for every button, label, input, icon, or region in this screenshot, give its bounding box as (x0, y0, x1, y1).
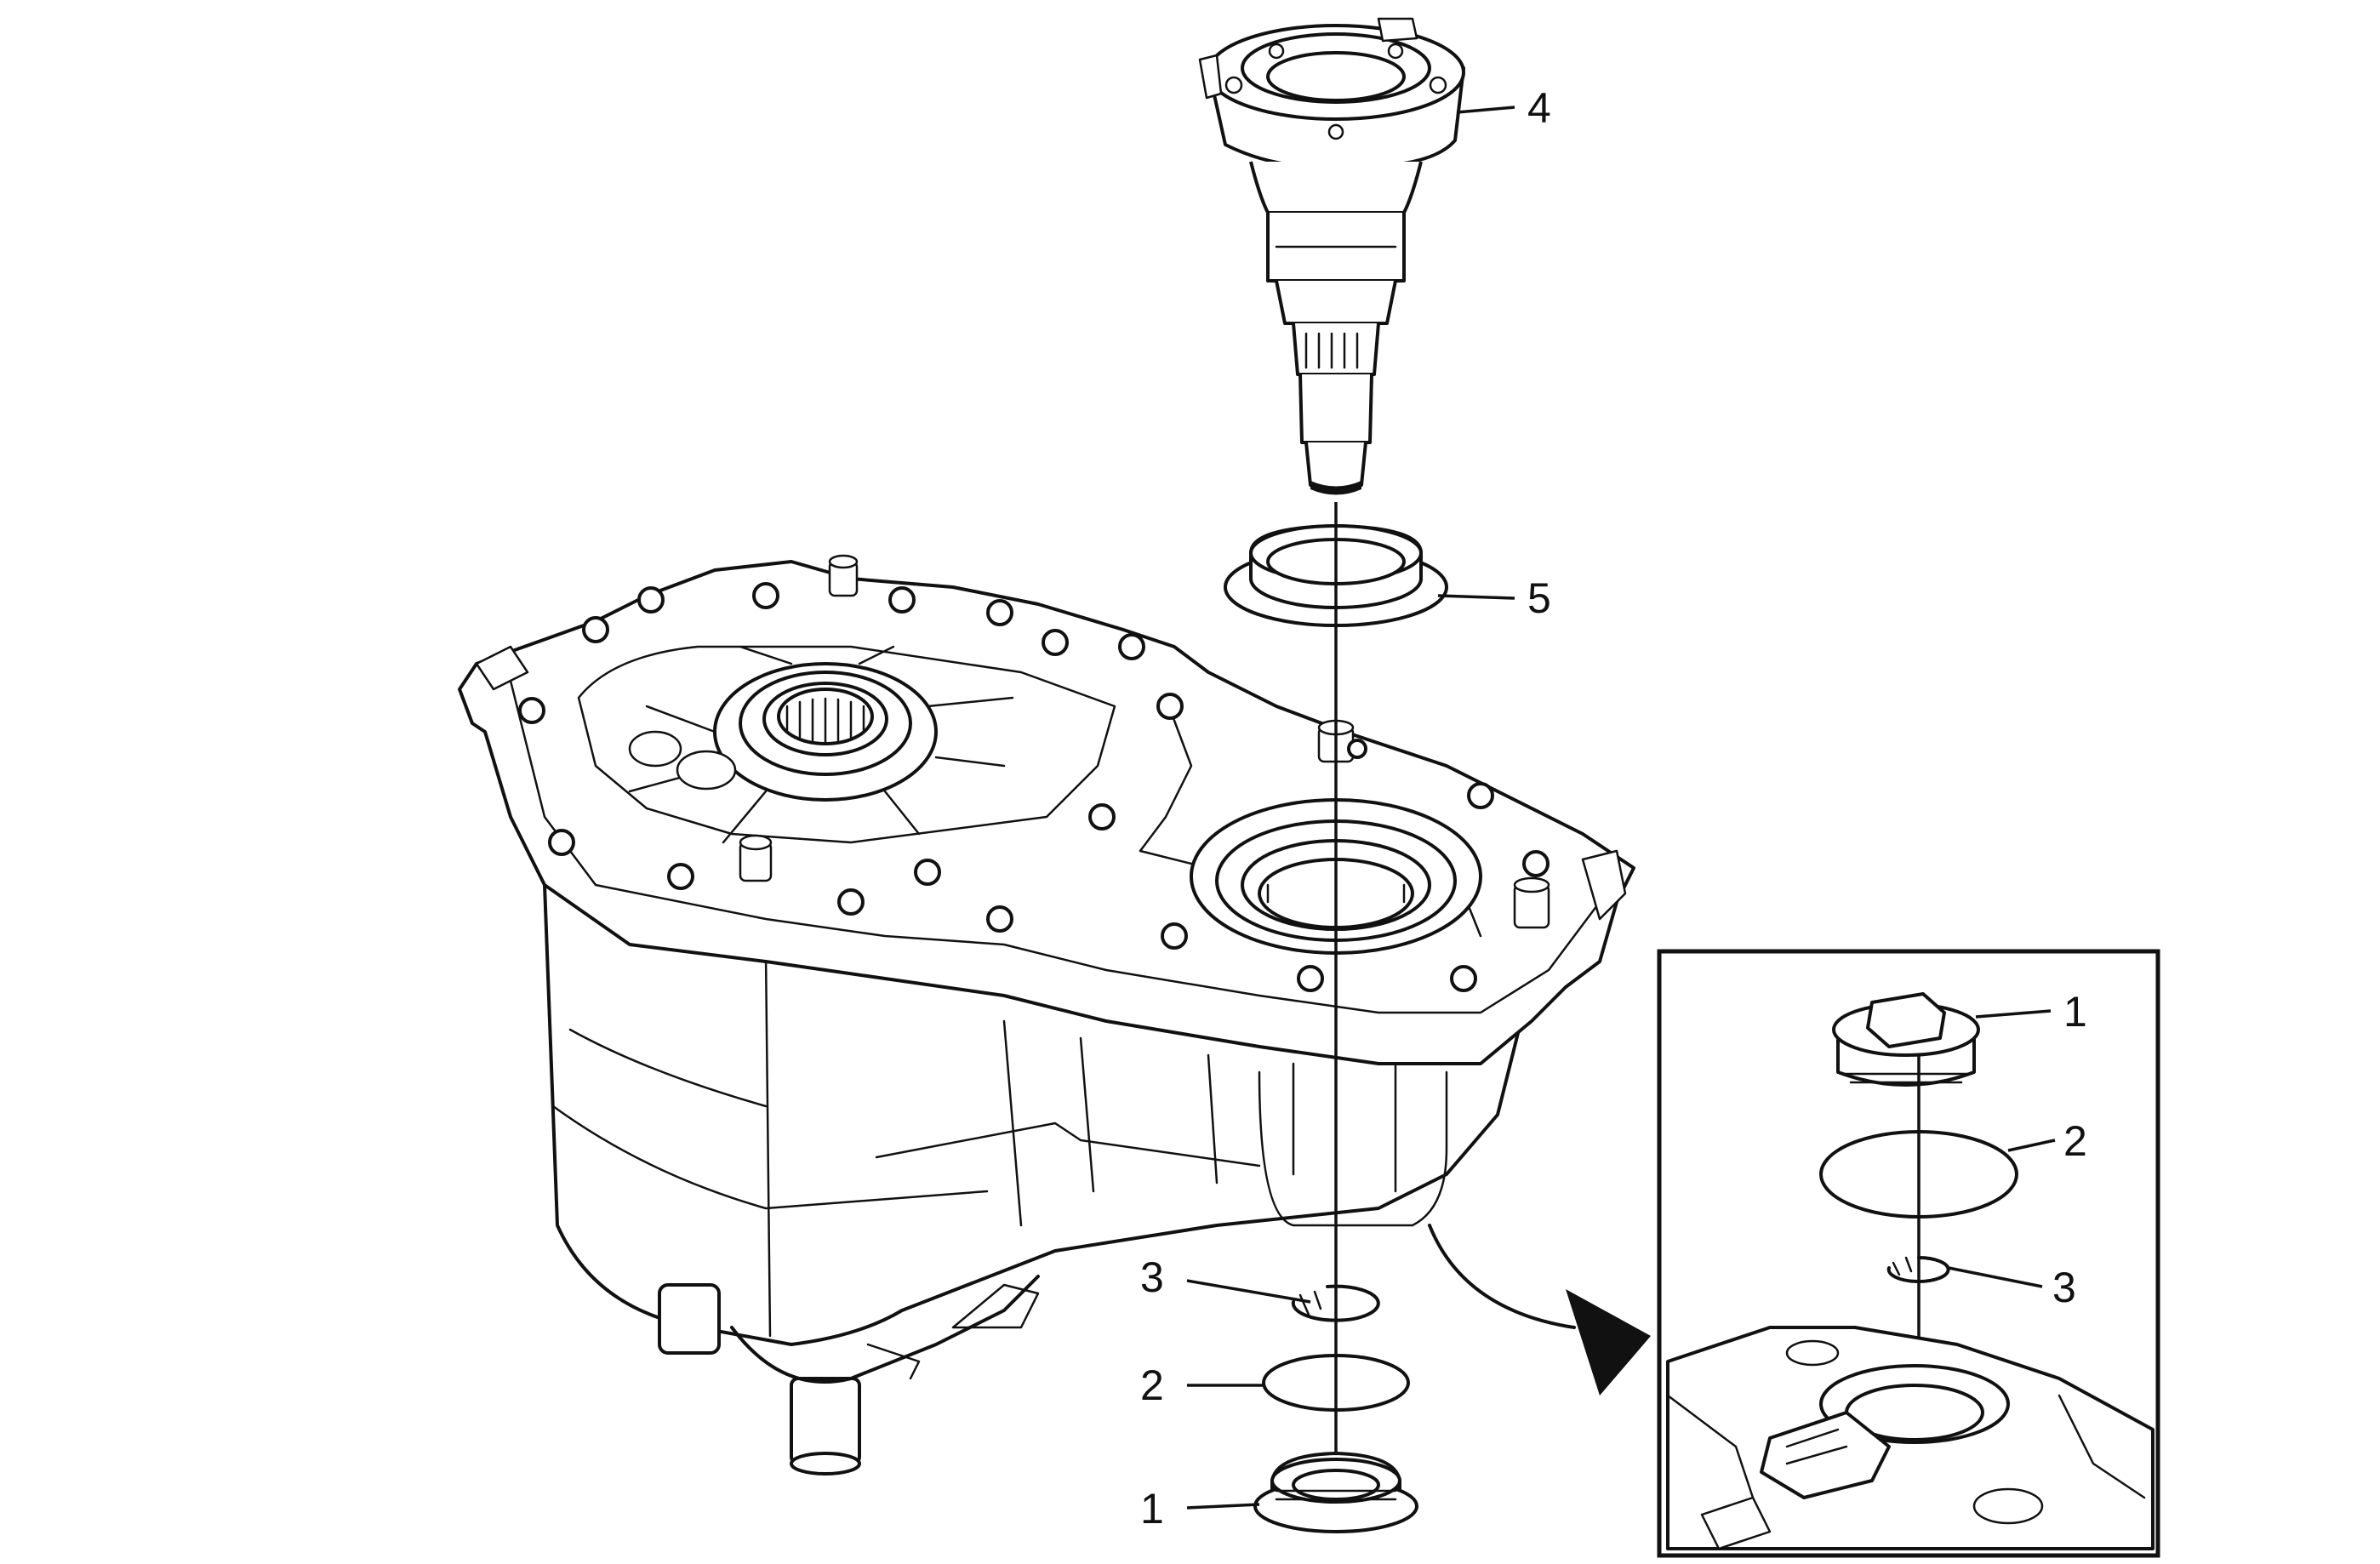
inset-housing-fragment (1666, 1326, 2155, 1550)
inset-callout-3: 3 (2052, 1264, 2076, 1311)
part-3-snap-ring (1291, 1284, 1380, 1322)
inset-part-3-snap-ring (1886, 1256, 1950, 1283)
inset-part-1-plug (1832, 992, 1980, 1087)
callout-4: 4 (1527, 84, 1551, 132)
flange-bolts (518, 582, 1550, 992)
part-4-output-shaft (1198, 17, 1465, 495)
callout-5: 5 (1527, 574, 1551, 622)
callouts: 4 5 3 2 1 1 2 3 (1140, 84, 2087, 1533)
part-1-plug (1253, 1452, 1418, 1533)
inset-callout-2: 2 (2063, 1117, 2087, 1165)
inset-callout-1: 1 (2063, 988, 2087, 1036)
inset-detail (1657, 949, 2160, 1558)
callout-2: 2 (1140, 1361, 1164, 1409)
detail-arrow (1428, 1224, 1651, 1396)
transfer-case-housing (458, 554, 1635, 1476)
callout-3: 3 (1140, 1253, 1164, 1301)
callout-1: 1 (1140, 1485, 1164, 1533)
